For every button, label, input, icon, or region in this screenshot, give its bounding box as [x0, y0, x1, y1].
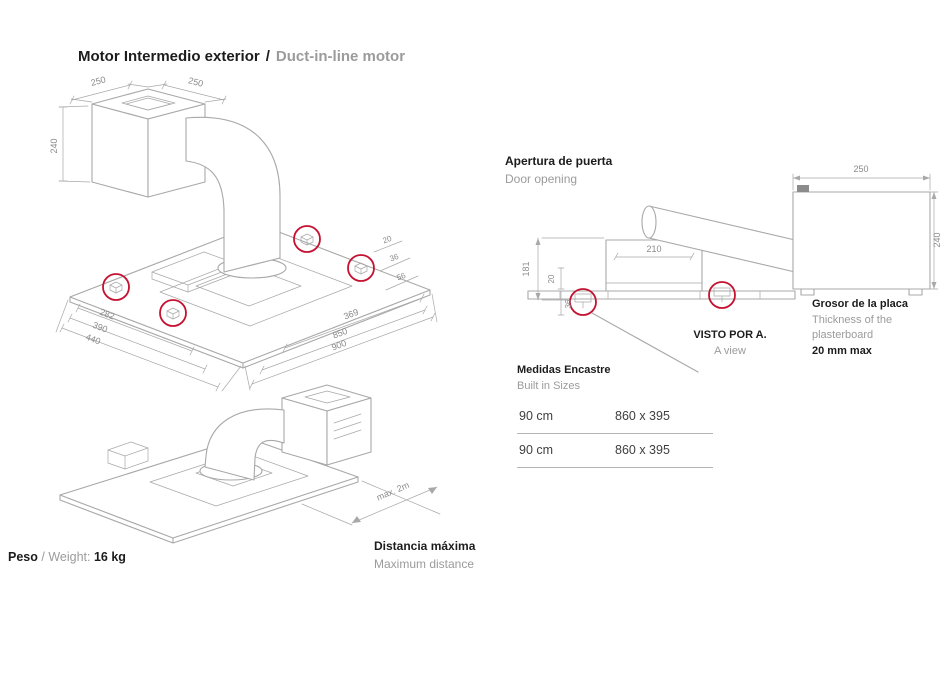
ceiling-plate-side — [527, 290, 796, 300]
bracket-side-1 — [569, 288, 597, 316]
duct-elbow-2 — [204, 408, 285, 481]
iso-drawing-top: 250 250 240 20 36 56 — [49, 74, 438, 392]
dims-cell: 860 x 395 — [615, 409, 670, 423]
dim-282: 282 — [98, 307, 116, 322]
table-row: 90 cm 860 x 395 — [517, 434, 713, 468]
dim-250-right: 250 — [187, 75, 204, 89]
max-distance-es: Distancia máxima — [374, 539, 476, 553]
motor-connector — [797, 185, 809, 192]
page-title-en: Duct-in-line motor — [275, 48, 406, 65]
bracket-highlights-top — [102, 225, 375, 327]
view-a-label: VISTO POR A. A view — [692, 328, 768, 359]
view-a-en: A view — [714, 344, 746, 357]
dim-20-elev: 20 — [547, 274, 556, 283]
plasterboard-es: Grosor de la placa — [812, 298, 908, 310]
bracket-highlight-circle — [102, 273, 130, 301]
dims-cell: 860 x 395 — [615, 443, 670, 457]
size-cell: 90 cm — [519, 443, 554, 457]
built-in-sizes: Medidas Encastre Built in Sizes 90 cm 86… — [517, 363, 713, 468]
dim-240-elev: 240 — [932, 232, 942, 247]
dim-36: 36 — [388, 252, 400, 264]
bracket-4 — [347, 254, 375, 282]
page-title-es: Motor Intermedio exterior — [78, 48, 260, 65]
iso-drawing-bottom: max. 2m — [59, 384, 441, 544]
door-opening-es: Apertura de puerta — [505, 154, 613, 168]
door-opening-en: Door opening — [505, 172, 578, 186]
bracket-1 — [293, 225, 321, 253]
weight-mid: / Weight: — [41, 550, 94, 564]
dimensions-top: 250 250 240 20 36 56 — [49, 74, 438, 392]
side-bracket-detail — [107, 441, 149, 470]
size-cell: 90 cm — [519, 409, 554, 423]
max-distance-label: Distancia máxima Maximum distance — [374, 537, 475, 573]
built-in-es: Medidas Encastre — [517, 364, 611, 376]
plasterboard-en-1: Thickness of the — [812, 313, 893, 326]
built-in-en: Built in Sizes — [517, 379, 580, 392]
bracket-highlight-circle — [293, 225, 321, 253]
bracket-highlight-circle — [569, 288, 597, 316]
motor-box-cube-2 — [281, 384, 372, 466]
dim-240: 240 — [49, 138, 59, 153]
dim-20: 20 — [381, 234, 393, 246]
hood-housing-side: 210 — [605, 239, 703, 292]
motor-box-side — [792, 185, 931, 296]
dim-900: 900 — [330, 338, 348, 353]
weight-value: 16 kg — [93, 550, 126, 564]
bracket-highlight-circle — [347, 254, 375, 282]
door-opening-label: Apertura de puerta Door opening — [505, 152, 612, 188]
page-title-separator: / — [265, 48, 270, 65]
dim-250-elev: 250 — [853, 164, 868, 174]
max-distance-en: Maximum distance — [374, 557, 475, 571]
view-a-sight-line — [591, 312, 699, 373]
built-in-sizes-table: 90 cm 860 x 395 90 cm 860 x 395 — [517, 400, 713, 468]
dim-210: 210 — [646, 244, 661, 254]
bracket-side-2 — [708, 281, 736, 309]
bracket-highlights-side — [569, 281, 736, 316]
dim-390: 390 — [91, 320, 109, 335]
bracket-2 — [102, 273, 130, 301]
weight-es: Peso — [8, 550, 38, 564]
dim-440: 440 — [84, 332, 102, 347]
duct-elbow — [185, 116, 281, 273]
dim-181: 181 — [521, 261, 531, 276]
bracket-highlight-circle — [708, 281, 736, 309]
max-distance-dimension: max. 2m — [301, 480, 441, 526]
plasterboard-note: Grosor de la placa Thickness of the plas… — [812, 297, 950, 359]
dim-250-left: 250 — [90, 74, 107, 88]
plasterboard-max: 20 mm max — [812, 344, 872, 357]
dim-850: 850 — [331, 326, 349, 341]
dim-56: 56 — [395, 271, 407, 283]
bracket-highlight-circle — [159, 299, 187, 327]
dimensions-elevation: 250 240 181 20 — [521, 164, 942, 316]
motor-box-cube — [91, 88, 206, 198]
bracket-3 — [159, 299, 187, 327]
plasterboard-en-2: plasterboard — [812, 329, 874, 341]
table-row: 90 cm 860 x 395 — [517, 400, 713, 434]
page-title: Motor Intermedio exterior / Duct-in-line… — [78, 47, 405, 66]
dim-369: 369 — [342, 307, 360, 322]
view-a-es: VISTO POR A. — [693, 329, 767, 341]
elevation-drawing: 210 — [521, 164, 942, 373]
weight-label: Peso / Weight: 16 kg — [8, 549, 126, 565]
dim-36-elev: 36 — [564, 299, 573, 308]
